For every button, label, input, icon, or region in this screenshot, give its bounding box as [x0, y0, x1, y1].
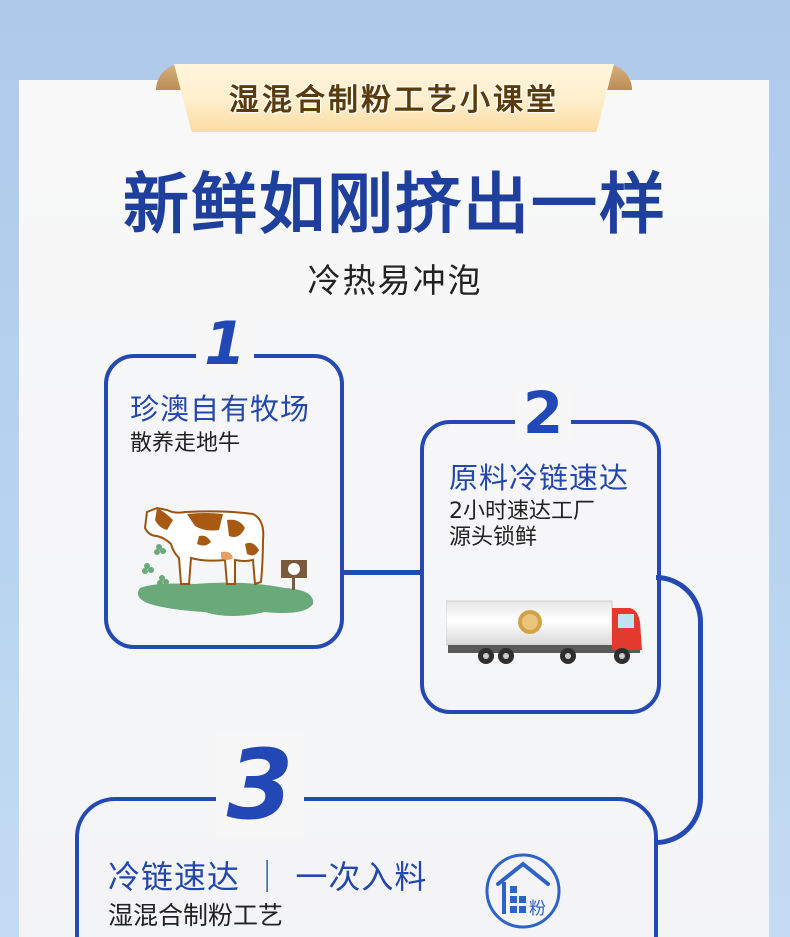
step-2-desc-line-2: 源头锁鲜: [449, 525, 538, 550]
connector-curve-2-3: [656, 575, 703, 845]
step-1-desc: 散养走地牛: [130, 431, 241, 456]
banner-label: 湿混合制粉工艺小课堂: [229, 83, 559, 118]
step-3-number: 3: [216, 733, 304, 837]
step-2-desc-line-1: 2小时速达工厂: [449, 499, 595, 524]
step-3-card: [75, 797, 658, 937]
cow-illustration: [135, 500, 320, 620]
banner-ribbon: 湿混合制粉工艺小课堂: [174, 64, 614, 132]
page-subtitle: 冷热易冲泡: [307, 261, 483, 300]
step-3-desc: 湿混合制粉工艺: [108, 901, 284, 930]
step-1-number: 1: [196, 312, 254, 376]
content-card: [19, 80, 769, 937]
factory-powder-icon: 粉: [484, 852, 562, 930]
page-title: 新鲜如刚挤出一样: [123, 166, 667, 243]
step-2-title: 原料冷链速达: [449, 461, 630, 495]
connector-line-1-2: [344, 570, 421, 575]
step-3-title: 冷链速达 ｜ 一次入料: [108, 858, 428, 896]
step-1-title: 珍澳自有牧场: [130, 392, 311, 426]
svg-text:粉: 粉: [529, 899, 546, 919]
step-2-number: 2: [515, 382, 571, 444]
truck-illustration: [445, 600, 646, 668]
